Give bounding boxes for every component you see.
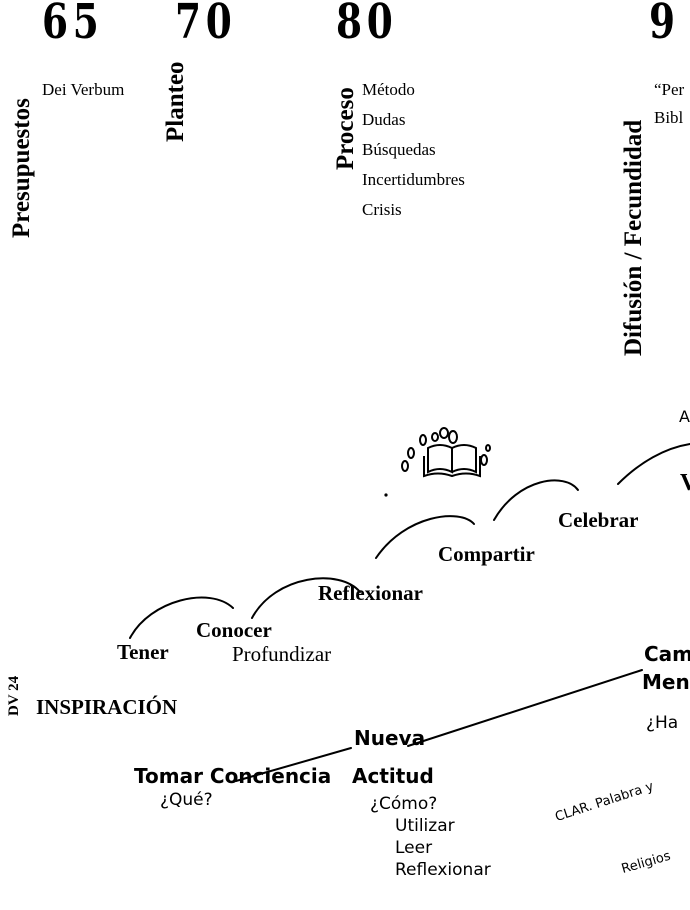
proceso-item: Dudas (362, 110, 406, 129)
proceso-item: Incertidumbres (362, 170, 465, 189)
open-book-icon (401, 427, 491, 478)
proceso-item: Crisis (362, 200, 402, 219)
proceso-item: Búsquedas (362, 140, 436, 159)
step-compartir: Compartir (438, 542, 535, 566)
que-question: ¿Qué? (160, 790, 213, 810)
difusion-item: Bibl (654, 108, 684, 127)
ha-question: ¿Ha (646, 713, 679, 733)
year-65: 65 (42, 0, 104, 50)
tomar-conciencia: Tomar Conciencia (134, 764, 332, 788)
arc-reflexionar-compartir (375, 515, 475, 559)
step-a: A (679, 407, 690, 426)
arc-tener-conocer (129, 596, 234, 639)
year-70: 70 (175, 0, 237, 50)
step-reflexionar: Reflexionar (318, 581, 423, 605)
difusion-item: “Per (654, 80, 685, 99)
stage-proceso: Proceso (332, 87, 359, 170)
dv24-label: DV 24 (6, 675, 22, 716)
actitud-label: Actitud (352, 764, 434, 788)
arc-celebrar-v (617, 443, 690, 485)
stage-planteo: Planteo (162, 61, 189, 142)
proceso-item: Método (362, 80, 415, 99)
nueva-label: Nueva (354, 726, 426, 750)
line-tomar-actitud (235, 747, 352, 782)
arc-compartir-celebrar (493, 479, 579, 521)
presupuestos-item: Dei Verbum (42, 80, 125, 99)
como-item: Reflexionar (395, 860, 491, 880)
arc-conocer-reflexionar (251, 577, 361, 619)
stage-presupuestos: Presupuestos (8, 98, 35, 238)
year-80: 80 (336, 0, 398, 50)
stage-difusion: Difusión / Fecundidad (620, 119, 647, 356)
como-question: ¿Cómo? (370, 794, 438, 814)
como-item: Leer (395, 838, 433, 858)
inspiracion-label: INSPIRACIÓN (36, 695, 178, 719)
dot-mark (384, 493, 388, 497)
step-celebrar: Celebrar (558, 508, 639, 532)
line-nueva-men (407, 669, 643, 747)
year-9: 9 (649, 0, 680, 50)
step-conocer: Conocer (196, 618, 272, 642)
como-item: Utilizar (395, 816, 455, 836)
step-v: V (680, 470, 690, 496)
cam-label: Cam (644, 642, 690, 666)
men-label: Men (642, 670, 690, 694)
step-profundizar: Profundizar (232, 642, 332, 666)
step-tener: Tener (117, 640, 169, 664)
